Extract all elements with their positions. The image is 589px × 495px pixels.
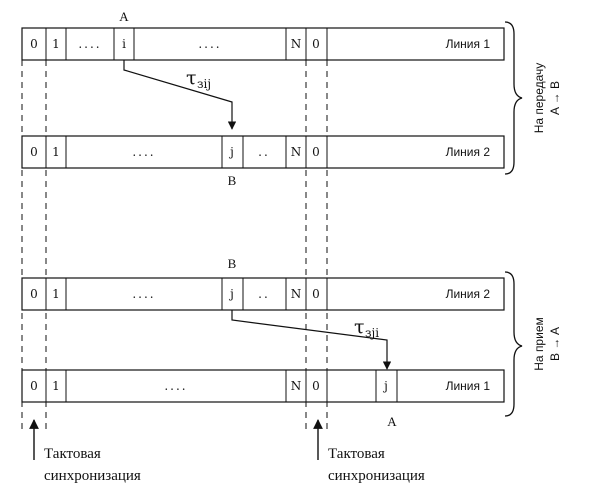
row-receive-line1: 0 1 .... N 0 j Линия 1 bbox=[21, 369, 505, 403]
sync-caption-title: Тактовая bbox=[328, 446, 385, 462]
slot-one: 1 bbox=[52, 379, 60, 393]
node-a-label: A bbox=[119, 9, 129, 24]
slot-ellipsis: .... bbox=[78, 37, 101, 51]
row-receive-line2: 0 1 .... j .. N 0 Линия 2 bbox=[21, 277, 505, 311]
transmit-brace bbox=[504, 21, 523, 175]
sync-caption-subtitle: синхронизация bbox=[44, 468, 141, 484]
forward-delay-arrow bbox=[123, 60, 237, 130]
tau-subscript: зji bbox=[365, 326, 379, 340]
line-label: Линия 2 bbox=[446, 145, 491, 159]
slot-n: N bbox=[291, 379, 302, 393]
line-label: Линия 1 bbox=[446, 379, 491, 393]
slot-i: i bbox=[122, 37, 126, 51]
transmit-label: На передачу A → B bbox=[532, 63, 562, 134]
forward-delay-label: τ зij bbox=[186, 67, 211, 91]
slot-zero-next: 0 bbox=[312, 287, 320, 301]
slot-ellipsis-short: .. bbox=[258, 287, 270, 301]
node-b-label: B bbox=[228, 173, 237, 188]
slot-zero: 0 bbox=[30, 145, 38, 159]
line-frame bbox=[21, 369, 505, 403]
node-b-label: B bbox=[228, 256, 237, 271]
sync-guides bbox=[21, 60, 328, 430]
slot-ellipsis: .... bbox=[164, 379, 187, 393]
slot-j: j bbox=[228, 287, 234, 301]
slot-n: N bbox=[291, 287, 302, 301]
line-label: Линия 2 bbox=[446, 287, 491, 301]
slot-zero: 0 bbox=[30, 379, 38, 393]
reverse-delay-arrow bbox=[231, 310, 392, 370]
slot-ellipsis: .... bbox=[132, 145, 155, 159]
slot-ellipsis-short: .. bbox=[258, 145, 270, 159]
slot-one: 1 bbox=[52, 37, 60, 51]
line-label: Линия 1 bbox=[446, 37, 491, 51]
line-frame bbox=[21, 27, 505, 61]
slot-ellipsis: .... bbox=[198, 37, 221, 51]
sync-caption-title: Тактовая bbox=[44, 446, 101, 462]
node-a-label: A bbox=[387, 414, 397, 429]
slot-zero: 0 bbox=[30, 287, 38, 301]
slot-n: N bbox=[291, 37, 302, 51]
slot-zero-next: 0 bbox=[312, 379, 320, 393]
slot-ellipsis: .... bbox=[132, 287, 155, 301]
slot-one: 1 bbox=[52, 287, 60, 301]
slot-zero-next: 0 bbox=[312, 145, 320, 159]
slot-zero: 0 bbox=[30, 37, 38, 51]
slot-j: j bbox=[228, 145, 234, 159]
transmit-label-direction: A → B bbox=[548, 81, 562, 115]
receive-label-title: На прием bbox=[532, 317, 546, 370]
reverse-delay-label: τ зji bbox=[354, 316, 379, 340]
sync-caption-subtitle: синхронизация bbox=[328, 468, 425, 484]
slot-one: 1 bbox=[52, 145, 60, 159]
slot-n: N bbox=[291, 145, 302, 159]
slot-j: j bbox=[382, 379, 388, 393]
tau-symbol: τ bbox=[354, 316, 365, 338]
row-transmit-line2: 0 1 .... j .. N 0 Линия 2 bbox=[21, 135, 505, 169]
receive-label-direction: B → A bbox=[548, 327, 562, 361]
tau-symbol: τ bbox=[186, 67, 197, 89]
tau-subscript: зij bbox=[197, 77, 211, 91]
slot-zero-next: 0 bbox=[312, 37, 320, 51]
transmit-label-title: На передачу bbox=[532, 63, 546, 134]
row-transmit-line1: 0 1 .... i .... N 0 Линия 1 bbox=[21, 27, 505, 61]
receive-label: На прием B → A bbox=[532, 317, 562, 370]
receive-brace bbox=[504, 271, 523, 417]
